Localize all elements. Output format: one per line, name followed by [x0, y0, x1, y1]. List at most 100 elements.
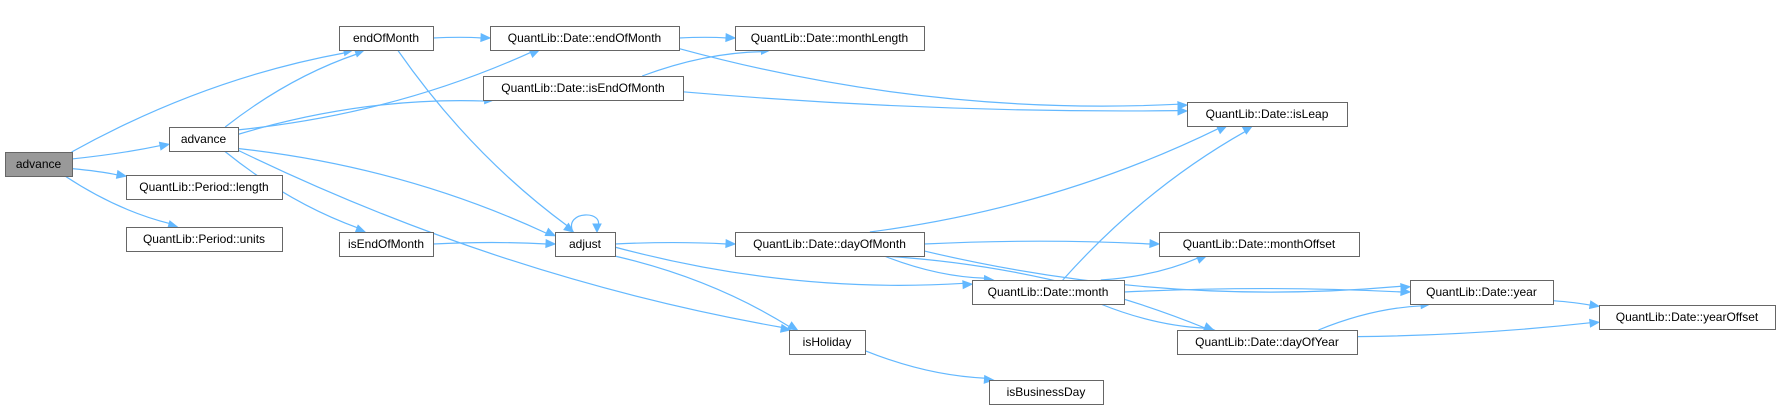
edge-arrowhead — [1216, 125, 1228, 135]
node-advance_root[interactable]: advance — [5, 152, 73, 177]
edge-arrowhead — [1177, 100, 1189, 111]
node-box — [126, 175, 283, 200]
node-box — [1159, 232, 1360, 257]
edge-date_month-to-date_dayOfYear — [1100, 303, 1216, 334]
edge-isHoliday-to-isBusinessDay — [864, 350, 995, 384]
node-isHoliday[interactable]: isHoliday — [789, 330, 866, 355]
node-date_dayOfYear[interactable]: QuantLib::Date::dayOfYear — [1177, 330, 1358, 355]
node-period_units[interactable]: QuantLib::Period::units — [126, 227, 283, 252]
edge-line — [682, 91, 1180, 112]
node-label: QuantLib::Date::endOfMonth — [508, 31, 661, 45]
node-label: QuantLib::Date::dayOfYear — [1195, 335, 1339, 349]
edge-arrowhead — [1149, 238, 1161, 249]
edge-date_dayOfYear-to-date_year — [1318, 300, 1432, 331]
node-box — [339, 26, 434, 51]
node-label: QuantLib::Date::isLeap — [1206, 107, 1329, 121]
edge-advance-to-adjust — [237, 147, 557, 237]
edge-line — [883, 255, 986, 279]
node-box — [1599, 305, 1776, 330]
node-label: advance — [16, 157, 62, 171]
edge-adjust-to-isHoliday — [614, 255, 799, 331]
node-box — [555, 232, 616, 257]
edge-arrowhead — [725, 32, 737, 43]
nodes-layer: advance endOfMonthadvanceQuantLib::Period… — [5, 26, 1776, 405]
node-date_year[interactable]: QuantLib::Date::year — [1410, 280, 1554, 305]
edge-arrowhead — [115, 169, 128, 179]
edge-line — [869, 127, 1220, 233]
edge-line — [237, 51, 532, 131]
node-isBusinessDay[interactable]: isBusinessDay — [989, 380, 1104, 405]
node-box — [490, 26, 680, 51]
node-date_isLeap[interactable]: QuantLib::Date::isLeap — [1187, 102, 1348, 127]
edge-line — [71, 52, 346, 153]
node-date_monthLength[interactable]: QuantLib::Date::monthLength — [735, 26, 925, 51]
edge-line — [71, 144, 162, 160]
node-box — [483, 76, 684, 101]
edge-adjust-to-adjust — [570, 214, 602, 234]
node-date_endOfMonth[interactable]: QuantLib::Date::endOfMonth — [490, 26, 680, 51]
edge-arrowhead — [1177, 106, 1189, 116]
edge-arrowhead — [354, 224, 367, 233]
node-box — [169, 127, 239, 152]
node-label: QuantLib::Period::units — [143, 232, 265, 246]
edge-line — [1062, 130, 1247, 281]
edge-date_endOfMonth-to-date_isLeap — [678, 47, 1189, 111]
edge-arrowhead — [480, 32, 492, 43]
edge-line — [1123, 287, 1403, 293]
edge-endOfMonth-to-adjust — [397, 49, 575, 233]
node-label: QuantLib::Date::dayOfMonth — [753, 237, 906, 251]
node-label: QuantLib::Date::month — [988, 285, 1109, 299]
edge-date_year-to-date_yearOffset — [1552, 300, 1601, 310]
edge-arrowhead — [962, 280, 974, 290]
node-label: QuantLib::Date::monthOffset — [1183, 237, 1336, 251]
node-period_length[interactable]: QuantLib::Period::length — [126, 175, 283, 200]
node-box — [1410, 280, 1554, 305]
edge-line — [614, 241, 728, 245]
node-advance[interactable]: advance — [169, 127, 239, 152]
edge-line — [432, 36, 483, 39]
edge-line — [1552, 300, 1592, 306]
node-isEndOfMonth[interactable]: isEndOfMonth — [339, 232, 434, 257]
node-date_yearOffset[interactable]: QuantLib::Date::yearOffset — [1599, 305, 1776, 330]
edge-line — [570, 214, 600, 233]
node-label: adjust — [569, 237, 602, 251]
edge-line — [223, 150, 359, 229]
node-box — [735, 232, 925, 257]
node-date_month[interactable]: QuantLib::Date::month — [972, 280, 1125, 305]
node-box — [1177, 330, 1358, 355]
edge-line — [923, 240, 1152, 245]
edge-date_dayOfYear-to-date_yearOffset — [1356, 318, 1601, 338]
node-date_isEndOfMonth[interactable]: QuantLib::Date::isEndOfMonth — [483, 76, 684, 101]
edge-line — [678, 47, 1180, 107]
edge-arrowhead — [544, 227, 557, 237]
node-box — [5, 152, 73, 177]
edge-line — [864, 350, 986, 379]
edge-arrowhead — [545, 238, 557, 249]
edge-arrowhead — [592, 223, 602, 234]
node-box — [972, 280, 1125, 305]
edge-line — [1356, 322, 1592, 338]
edge-arrowhead — [1588, 300, 1601, 310]
edge-adjust-to-date_month — [614, 246, 974, 290]
edge-arrowhead — [983, 374, 995, 384]
node-box — [735, 26, 925, 51]
node-label: QuantLib::Date::isEndOfMonth — [501, 81, 664, 95]
edge-advance-to-endOfMonth — [224, 48, 366, 128]
edge-date_endOfMonth-to-date_monthLength — [678, 32, 737, 43]
node-label: isHoliday — [803, 335, 852, 349]
edge-advance_root-to-advance — [71, 141, 171, 160]
edge-arrowhead — [1589, 318, 1601, 328]
edge-arrowhead — [779, 323, 792, 333]
node-date_dayOfMonth[interactable]: QuantLib::Date::dayOfMonth — [735, 232, 925, 257]
node-adjust[interactable]: adjust — [555, 232, 616, 257]
edge-line — [237, 100, 486, 135]
edge-adjust-to-date_dayOfMonth — [614, 238, 737, 249]
edge-date_month-to-date_year — [1123, 286, 1412, 297]
node-endOfMonth[interactable]: endOfMonth — [339, 26, 434, 51]
node-box — [1187, 102, 1348, 127]
node-date_monthOffset[interactable]: QuantLib::Date::monthOffset — [1159, 232, 1360, 257]
edge-line — [678, 36, 728, 39]
edge-advance_root-to-period_length — [71, 168, 128, 179]
edge-isEndOfMonth-to-adjust — [432, 238, 557, 249]
